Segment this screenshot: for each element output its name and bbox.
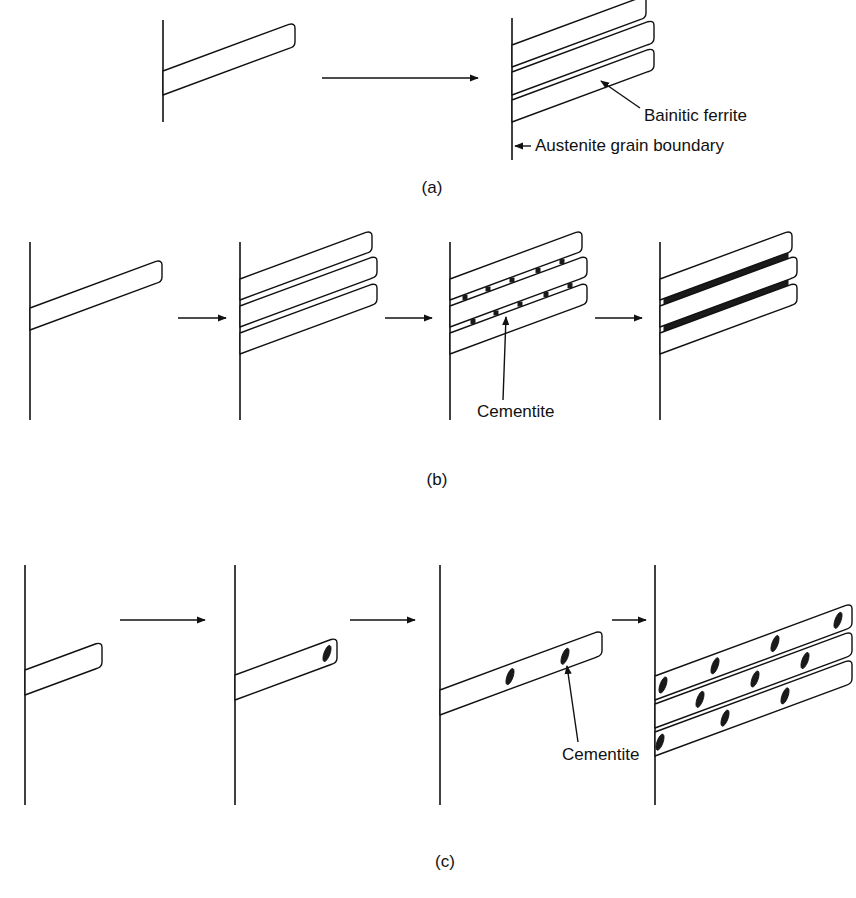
cementite-particle [536, 268, 541, 273]
ferrite-plate [30, 261, 162, 330]
ferrite-plate [163, 24, 295, 95]
cementite-particle [321, 644, 332, 662]
cementite-particle [560, 259, 565, 264]
cementite-particle [544, 292, 549, 297]
cementite-particle [694, 690, 705, 708]
ferrite-plate [240, 284, 377, 354]
cementite-particle [510, 278, 515, 283]
ferrite-plate [655, 661, 852, 756]
arrow [385, 317, 432, 318]
ferrite-plate [450, 284, 587, 354]
arrow [350, 619, 415, 620]
grain-boundary-line [29, 242, 31, 420]
ferrite-plate [235, 639, 337, 700]
panel-letter: (c) [433, 852, 457, 872]
cementite-particle [657, 676, 668, 694]
cementite-particle [568, 283, 573, 288]
cementite-particle [709, 657, 720, 675]
cementite-particle [494, 310, 499, 315]
cementite-particle [463, 295, 468, 300]
cementite-particle [471, 319, 476, 324]
phase-label: Cementite [560, 745, 641, 765]
grain-boundary-line [239, 242, 241, 420]
arrows [120, 78, 646, 742]
ferrite-plate [25, 643, 102, 695]
ferrite-plate [512, 49, 654, 122]
cementite-particle [749, 670, 760, 688]
arrow [595, 317, 642, 318]
cementite-particles [321, 259, 843, 751]
grain-boundary-line [659, 242, 661, 420]
panel-letter: (a) [420, 178, 445, 198]
ferrite-plates [25, 0, 852, 756]
cementite-particle [654, 733, 665, 751]
grain-boundary-line [439, 565, 441, 805]
ferrite-plate [660, 284, 797, 354]
arrow [567, 666, 578, 742]
arrow [612, 619, 646, 620]
grain-boundary-line [449, 242, 451, 420]
arrow [503, 317, 506, 400]
cementite-particle [799, 651, 810, 669]
cementite-particle [504, 668, 515, 686]
cementite-particle [719, 709, 730, 727]
cementite-particle [832, 611, 843, 629]
cementite-particle [769, 635, 780, 653]
panel-letter: (b) [425, 470, 450, 490]
arrow [322, 77, 478, 78]
ferrite-plate [440, 632, 602, 715]
arrow [515, 145, 531, 146]
arrow [601, 81, 640, 108]
cementite-particle [779, 687, 790, 705]
boundary-label: Austenite grain boundary [533, 136, 726, 156]
arrow [120, 619, 205, 620]
cementite-particle [559, 647, 570, 665]
phase-label: Bainitic ferrite [642, 106, 749, 126]
arrow [178, 317, 226, 318]
cementite-particle [518, 302, 523, 307]
cementite-particle [486, 286, 491, 291]
phase-label: Cementite [475, 402, 556, 422]
